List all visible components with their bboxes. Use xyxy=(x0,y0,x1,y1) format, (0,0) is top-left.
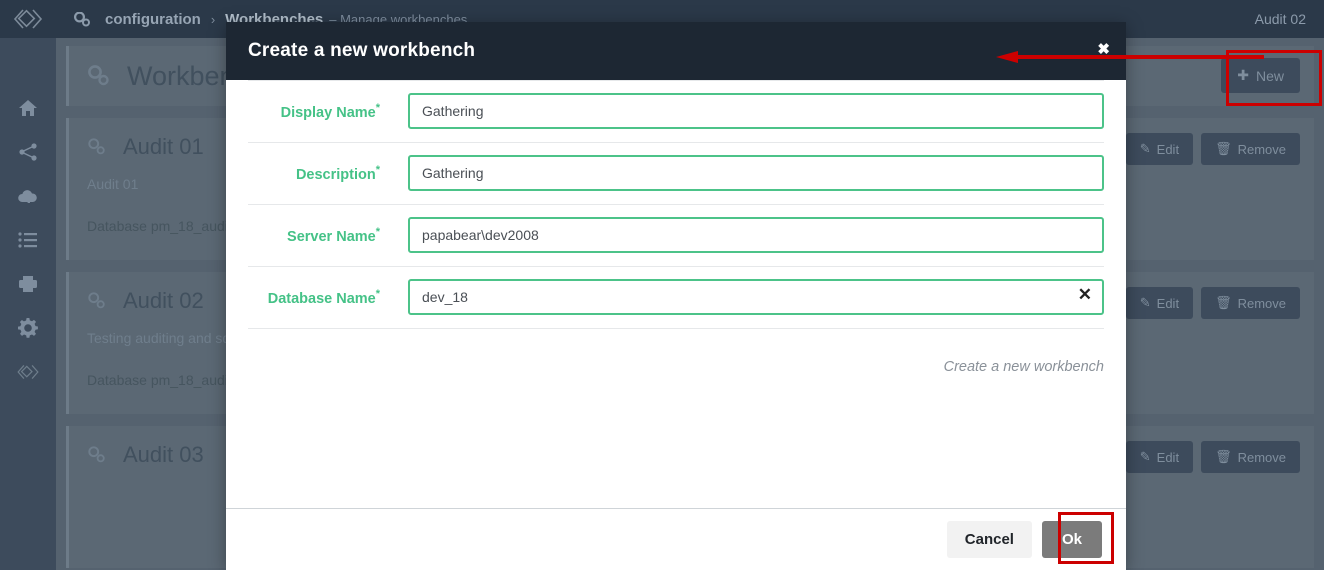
trash-icon: 🗑 xyxy=(1215,295,1232,310)
clear-x-icon[interactable]: ✕ xyxy=(1077,285,1092,304)
gears-icon xyxy=(87,138,107,156)
current-user[interactable]: Audit 02 xyxy=(1254,11,1306,27)
plus-icon: ✚ xyxy=(1237,67,1249,83)
gears-icon xyxy=(87,65,111,87)
edit-button[interactable]: ✎ Edit xyxy=(1125,441,1194,473)
modal-body: Display Name* Description* Server Name* xyxy=(226,80,1126,375)
ok-button[interactable]: Ok xyxy=(1041,521,1102,558)
database-name-label: Database Name* xyxy=(267,287,380,307)
card-database: Database pm_18_audit_ xyxy=(87,372,240,388)
annotation-arrow xyxy=(996,51,1264,63)
card-actions: ✎ Edit 🗑 Remove xyxy=(1125,133,1300,165)
edit-label: Edit xyxy=(1156,295,1180,311)
sidebar-item-share[interactable] xyxy=(0,130,56,174)
card-title: Audit 03 xyxy=(123,442,204,467)
card-title-row: Audit 02 xyxy=(87,288,1296,314)
gear-icon xyxy=(18,318,38,338)
share-icon xyxy=(19,143,37,161)
sidebar-item-list[interactable] xyxy=(0,218,56,262)
edit-label: Edit xyxy=(1156,141,1180,157)
card-description: Testing auditing and sql xyxy=(87,330,234,346)
field-row-database-name: Database Name* ✕ xyxy=(248,267,1104,329)
field-row-description: Description* xyxy=(248,143,1104,205)
card-title: Audit 02 xyxy=(123,288,204,313)
pencil-icon: ✎ xyxy=(1139,449,1151,464)
list-icon xyxy=(18,232,37,248)
pencil-icon: ✎ xyxy=(1139,295,1151,310)
add-new-button[interactable]: ✚ New xyxy=(1221,58,1300,93)
remove-label: Remove xyxy=(1237,449,1286,465)
trash-icon: 🗑 xyxy=(1215,141,1232,156)
trash-icon: 🗑 xyxy=(1215,449,1232,464)
chevron-right-icon: › xyxy=(210,11,216,27)
add-new-label: New xyxy=(1255,67,1284,84)
modal-title: Create a new workbench xyxy=(248,40,476,61)
server-name-input[interactable] xyxy=(408,217,1104,253)
breadcrumb-root[interactable]: configuration xyxy=(105,10,201,28)
server-name-label: Server Name* xyxy=(287,225,380,245)
cancel-button[interactable]: Cancel xyxy=(946,521,1032,558)
gears-icon xyxy=(87,292,107,310)
gears-icon xyxy=(87,446,107,464)
sidebar-logo[interactable] xyxy=(0,0,56,38)
modal-footer: Cancel Ok xyxy=(226,508,1126,570)
card-database: Database pm_18_audit_ xyxy=(87,218,240,234)
remove-label: Remove xyxy=(1237,295,1286,311)
database-name-input[interactable] xyxy=(408,279,1104,315)
card-actions: ✎ Edit 🗑 Remove xyxy=(1125,287,1300,319)
card-title: Audit 01 xyxy=(123,134,204,159)
description-label: Description* xyxy=(295,163,380,183)
gears-icon xyxy=(74,11,91,27)
modal-helper-text: Create a new workbench xyxy=(943,359,1104,375)
remove-button[interactable]: 🗑 Remove xyxy=(1201,287,1300,319)
card-actions: ✎ Edit 🗑 Remove xyxy=(1125,441,1300,473)
printer-icon xyxy=(19,276,37,292)
home-icon xyxy=(19,100,37,116)
sidebar xyxy=(0,0,56,570)
field-row-server-name: Server Name* xyxy=(248,205,1104,267)
sidebar-item-print[interactable] xyxy=(0,262,56,306)
card-title-row: Audit 03 xyxy=(87,442,1296,468)
display-name-input[interactable] xyxy=(408,93,1104,129)
create-workbench-modal: Create a new workbench ✖ Display Name* D… xyxy=(226,22,1126,570)
sidebar-item-brand[interactable] xyxy=(0,350,56,394)
cloud-upload-icon xyxy=(18,190,37,203)
description-input[interactable] xyxy=(408,155,1104,191)
sidebar-item-settings[interactable] xyxy=(0,306,56,350)
sidebar-icon-list xyxy=(0,38,56,394)
sidebar-item-home[interactable] xyxy=(0,86,56,130)
remove-label: Remove xyxy=(1237,141,1286,157)
brand-logo-icon xyxy=(13,9,43,29)
edit-button[interactable]: ✎ Edit xyxy=(1125,287,1194,319)
card-title-row: Audit 01 xyxy=(87,134,1296,160)
modal-header: Create a new workbench ✖ xyxy=(226,22,1126,80)
close-icon[interactable]: ✖ xyxy=(1097,41,1110,58)
display-name-label: Display Name* xyxy=(280,101,380,121)
remove-button[interactable]: 🗑 Remove xyxy=(1201,441,1300,473)
remove-button[interactable]: 🗑 Remove xyxy=(1201,133,1300,165)
sidebar-item-cloud-upload[interactable] xyxy=(0,174,56,218)
field-row-display-name: Display Name* xyxy=(248,81,1104,143)
edit-button[interactable]: ✎ Edit xyxy=(1125,133,1194,165)
card-description: Audit 01 xyxy=(87,176,139,192)
edit-label: Edit xyxy=(1156,449,1180,465)
brand-logo-icon xyxy=(17,365,39,379)
pencil-icon: ✎ xyxy=(1139,141,1151,156)
